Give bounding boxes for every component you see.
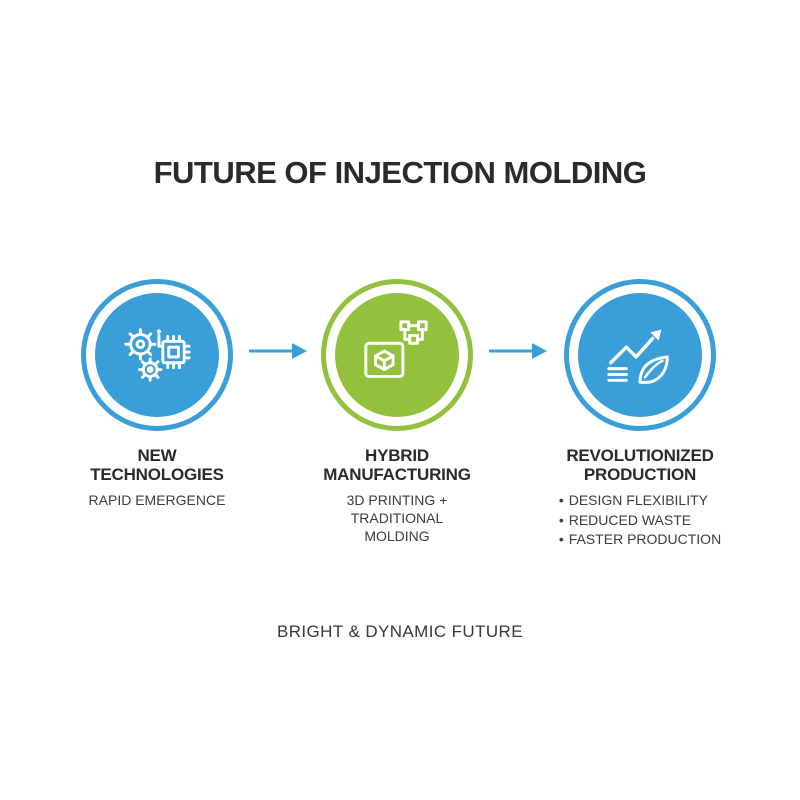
step-circle-fill (335, 293, 459, 417)
step-heading: HYBRID MANUFACTURING (323, 446, 471, 485)
step-circle (564, 279, 716, 431)
bullet-marker: • (558, 511, 564, 528)
step-revolutionized-production: REVOLUTIONIZED PRODUCTION •DESIGN FLEXIB… (530, 279, 750, 550)
step-bullet-list: •DESIGN FLEXIBILITY •REDUCED WASTE •FAST… (559, 491, 721, 550)
step-heading: REVOLUTIONIZED PRODUCTION (566, 446, 714, 485)
bullet-item: •FASTER PRODUCTION (559, 530, 721, 550)
step-subheading: RAPID EMERGENCE (88, 492, 226, 509)
step-circle-fill (578, 293, 702, 417)
gears-microchip-icon (118, 314, 196, 397)
step-new-technologies: NEW TECHNOLOGIES RAPID EMERGENCE (47, 279, 267, 509)
page-title: FUTURE OF INJECTION MOLDING (153, 155, 647, 190)
step-circle (81, 279, 233, 431)
right-arrow-icon (487, 339, 549, 368)
step-heading: NEW TECHNOLOGIES (90, 446, 224, 485)
step-hybrid-manufacturing: HYBRID MANUFACTURING 3D PRINTING + TRADI… (287, 279, 507, 546)
footer-text: BRIGHT & DYNAMIC FUTURE (277, 622, 523, 641)
bullet-item: •REDUCED WASTE (559, 511, 721, 531)
bullet-marker: • (558, 492, 564, 509)
right-arrow-icon (247, 339, 309, 368)
step-circle-fill (95, 293, 219, 417)
bullet-text: FASTER PRODUCTION (568, 531, 722, 548)
bullet-item: •DESIGN FLEXIBILITY (559, 491, 721, 511)
step-circle (321, 279, 473, 431)
step-subheading: 3D PRINTING + TRADITIONAL MOLDING (346, 492, 448, 545)
bullet-text: REDUCED WASTE (568, 511, 692, 528)
bullet-text: DESIGN FLEXIBILITY (568, 492, 708, 509)
growth-arrow-leaf-icon (601, 314, 679, 397)
bullet-marker: • (558, 531, 564, 548)
printer-mold-icon (358, 314, 436, 397)
